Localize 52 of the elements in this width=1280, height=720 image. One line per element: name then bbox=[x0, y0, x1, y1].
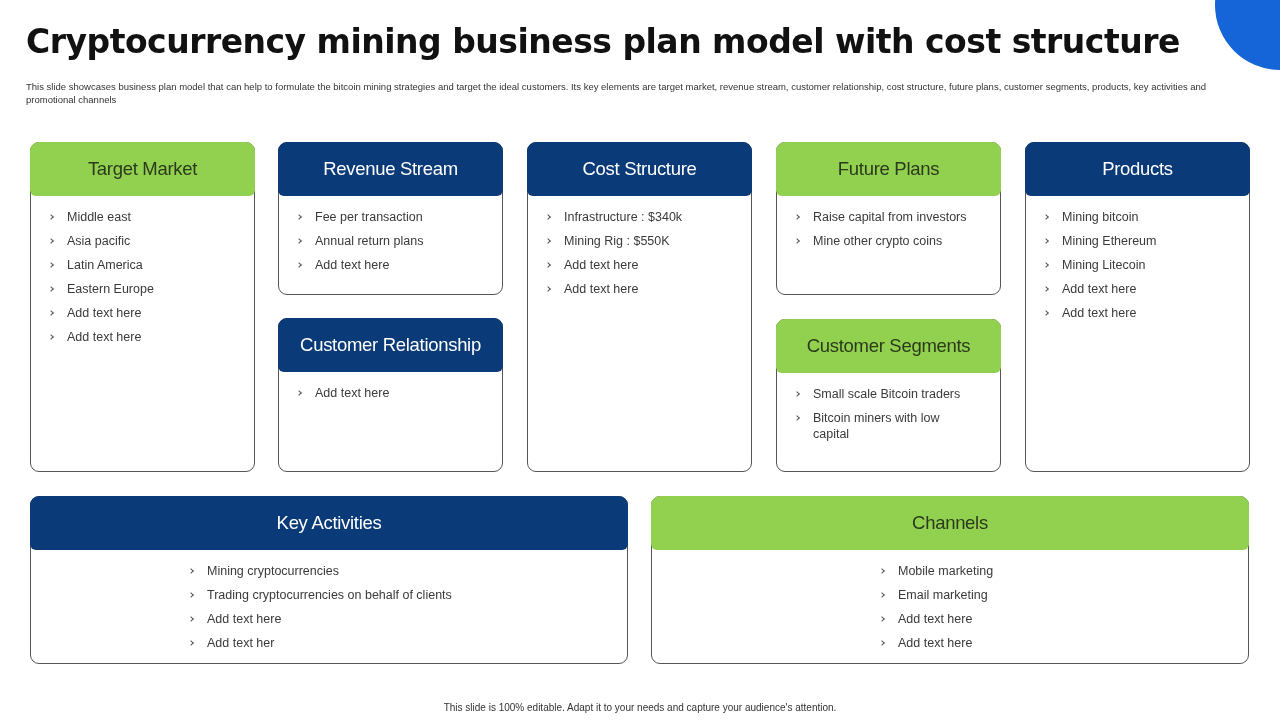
bullet-item: Email marketing bbox=[862, 587, 994, 603]
bullet-item: Eastern Europe bbox=[31, 281, 154, 297]
bullet-item: Trading cryptocurrencies on behalf of clients bbox=[171, 587, 452, 603]
bullet-item: Fee per transaction bbox=[279, 209, 424, 225]
card-header: Products bbox=[1025, 142, 1250, 196]
bullet-item: Add text here bbox=[862, 635, 994, 651]
card bbox=[776, 142, 1001, 295]
bullet-item: Add text here bbox=[528, 257, 683, 273]
bullet-item: Latin America bbox=[31, 257, 154, 273]
bullet-item: Asia pacific bbox=[31, 233, 154, 249]
card bbox=[278, 142, 503, 295]
card-header: Channels bbox=[651, 496, 1249, 550]
bullet-item: Mobile marketing bbox=[862, 563, 994, 579]
card-header: Cost Structure bbox=[527, 142, 752, 196]
bullet-item: Mining Rig : $550K bbox=[528, 233, 683, 249]
bullet-item: Add text here bbox=[1026, 281, 1157, 297]
bullet-item: Add text here bbox=[279, 385, 390, 401]
card-header: Customer Segments bbox=[776, 319, 1001, 373]
bullet-item: Mining Ethereum bbox=[1026, 233, 1157, 249]
bullet-item: Mining cryptocurrencies bbox=[171, 563, 452, 579]
bullet-item: Raise capital from investors bbox=[777, 209, 967, 225]
bullet-item: Middle east bbox=[31, 209, 154, 225]
card bbox=[651, 496, 1249, 664]
bullet-item: Add text here bbox=[1026, 305, 1157, 321]
card bbox=[776, 319, 1001, 472]
bullet-item: Add text here bbox=[31, 305, 154, 321]
card-header: Target Market bbox=[30, 142, 255, 196]
card-header: Key Activities bbox=[30, 496, 628, 550]
bullet-item: Add text her bbox=[171, 635, 452, 651]
bullet-item: Add text here bbox=[528, 281, 683, 297]
bullet-item: Small scale Bitcoin traders bbox=[777, 386, 963, 402]
bullet-item: Mine other crypto coins bbox=[777, 233, 967, 249]
card bbox=[278, 318, 503, 472]
bullet-item: Bitcoin miners with low capital bbox=[777, 410, 963, 442]
slide-title: Cryptocurrency mining business plan model with cost structure bbox=[26, 22, 1180, 61]
bullet-item: Add text here bbox=[862, 611, 994, 627]
description-text: This slide showcases business plan model that can help to formulate the bitcoin mining strategies and target the ideal customers. Its key elements are target market, revenue stream, customer relationship, cost structure, future plans, customer segments, products, key activities and promotional channels bbox=[26, 80, 1208, 106]
card-header: Customer Relationship bbox=[278, 318, 503, 372]
bullet-item: Mining Litecoin bbox=[1026, 257, 1157, 273]
card bbox=[30, 142, 255, 472]
bullet-item: Add text here bbox=[279, 257, 424, 273]
card-header: Revenue Stream bbox=[278, 142, 503, 196]
card bbox=[1025, 142, 1250, 472]
bullet-item: Annual return plans bbox=[279, 233, 424, 249]
bullet-item: Infrastructure : $340k bbox=[528, 209, 683, 225]
card-header: Future Plans bbox=[776, 142, 1001, 196]
card bbox=[527, 142, 752, 472]
bullet-item: Mining bitcoin bbox=[1026, 209, 1157, 225]
bullet-item: Add text here bbox=[31, 329, 154, 345]
footer-note: This slide is 100% editable. Adapt it to your needs and capture your audience's attention. bbox=[443, 702, 837, 713]
bullet-item: Add text here bbox=[171, 611, 452, 627]
card bbox=[30, 496, 628, 664]
